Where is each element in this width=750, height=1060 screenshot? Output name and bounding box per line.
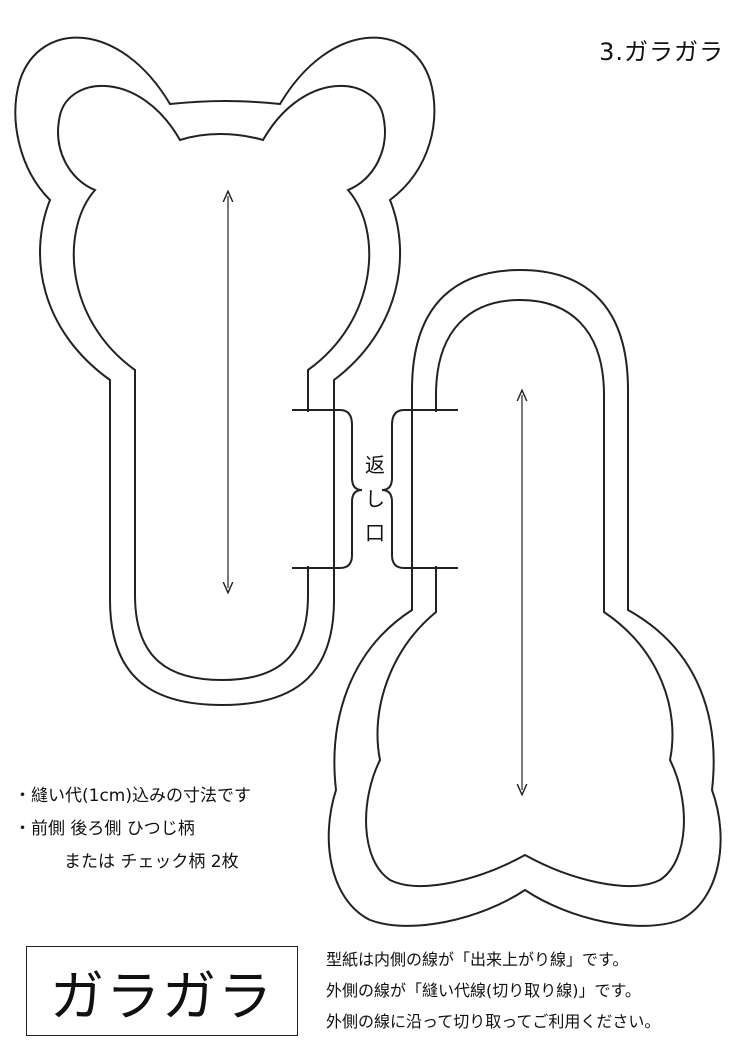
instruction-line: 型紙は内側の線が「出来上がり線」です。 (326, 950, 629, 969)
instruction-line: 外側の線が「縫い代線(切り取り線)」です。 (326, 981, 641, 1000)
right-brace (381, 409, 405, 569)
instructions: 型紙は内側の線が「出来上がり線」です。 外側の線が「縫い代線(切り取り線)」です… (326, 944, 660, 1037)
lower-opening-gap (431, 412, 441, 566)
left-brace (339, 409, 363, 569)
opening-label-char: 口 (365, 521, 385, 545)
page-title: 3.ガラガラ (599, 38, 724, 66)
note-seam-allowance: ・縫い代(1cm)込みの寸法です (14, 786, 251, 806)
opening-label: 返 し 口 (360, 448, 390, 550)
lower-piece-finished-line (365, 298, 685, 887)
pattern-name-box: ガラガラ (26, 946, 298, 1036)
upper-piece-finished-line (57, 85, 386, 682)
opening-label-char: 返 (365, 453, 385, 477)
opening-label-char: し (365, 487, 385, 511)
upper-opening-gap (303, 412, 313, 566)
instruction-line: 外側の線に沿って切り取ってご利用ください。 (326, 1012, 661, 1031)
upper-piece-cutting-line (14, 36, 436, 707)
note-fabric-alt: または チェック柄 2枚 (64, 852, 239, 872)
pattern-name: ガラガラ (50, 964, 274, 1028)
note-fabric: ・前側 後ろ側 ひつじ柄 (14, 819, 195, 839)
notes: ・縫い代(1cm)込みの寸法です ・前側 後ろ側 ひつじ柄 または チェック柄 … (14, 780, 251, 879)
lower-piece-cutting-line (327, 268, 722, 927)
